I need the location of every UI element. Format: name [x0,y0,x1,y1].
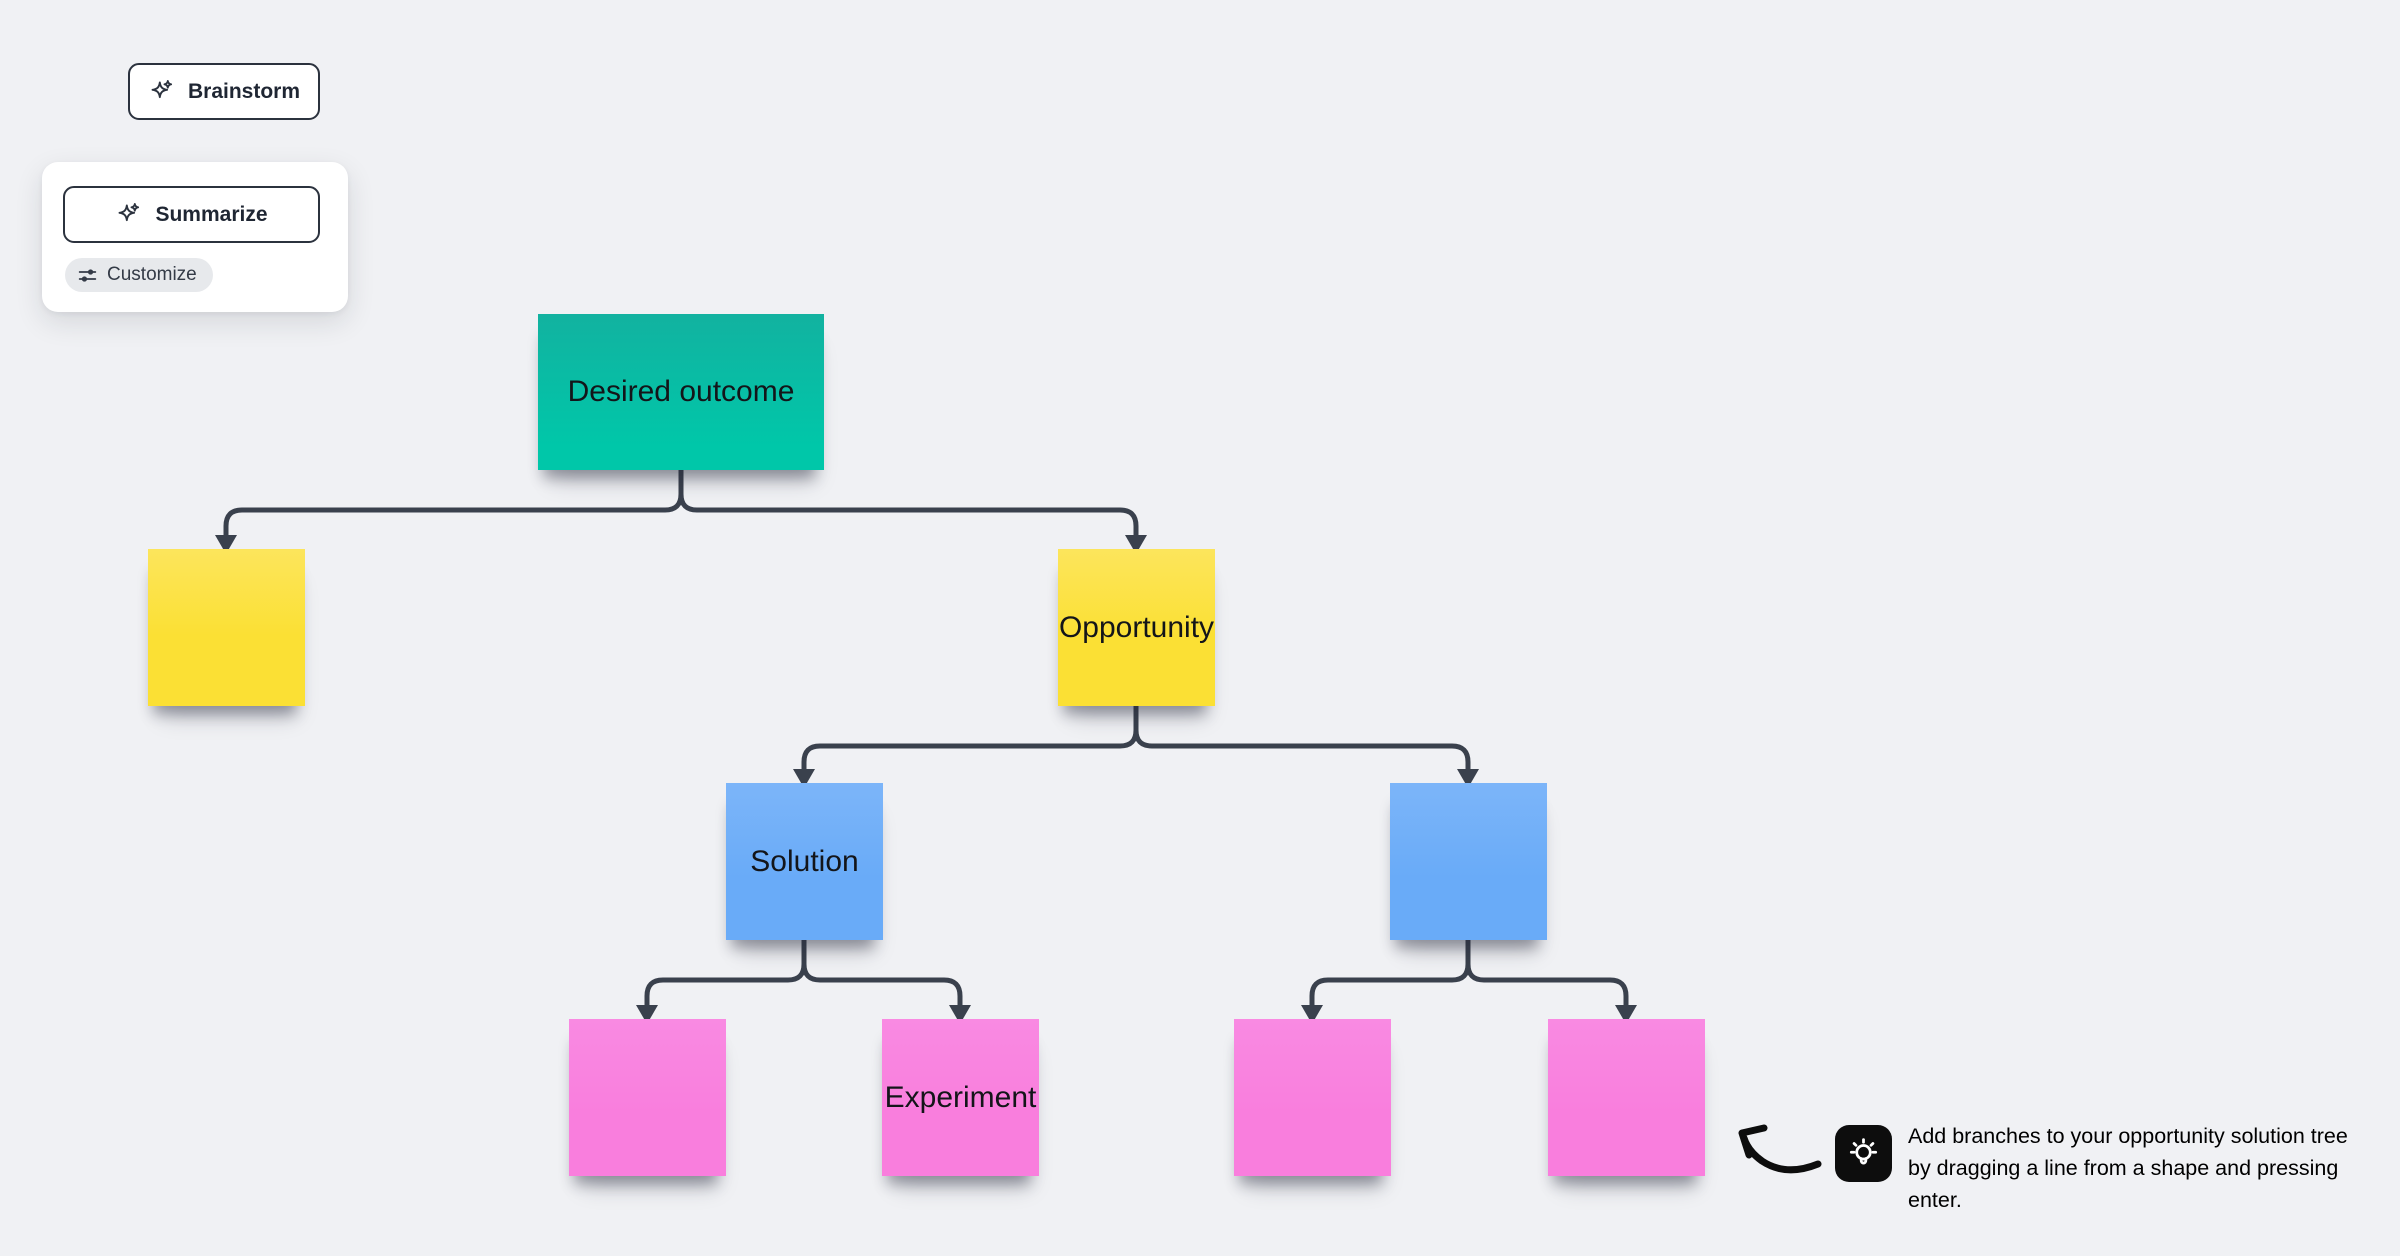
sliders-icon [78,268,97,282]
hand-drawn-arrow-icon [1738,1124,1822,1174]
tip-lightbulb-badge [1835,1125,1892,1182]
tip-text: Add branches to your opportunity solutio… [1908,1124,2348,1212]
connector-opportunity-to-solution-blank[interactable] [1133,705,1479,788]
lightbulb-icon [1849,1138,1878,1165]
sticky-note-solution[interactable]: Solution [726,783,883,940]
connector-solution-to-experiment-blank-1[interactable] [636,940,807,1024]
sticky-note-experiment-blank-3[interactable] [1548,1019,1705,1176]
connector-desired-outcome-to-opportunity[interactable] [678,470,1147,554]
connector-opportunity-to-solution[interactable] [793,705,1139,788]
brainstorm-button[interactable]: Brainstorm [128,63,320,120]
summarize-button-label: Summarize [155,202,268,226]
sparkle-icon [119,203,140,222]
sticky-note-experiment-blank-2[interactable] [1234,1019,1391,1176]
brainstorm-button-label: Brainstorm [187,79,301,103]
ai-actions-card: Summarize Customize [42,162,348,312]
summarize-button[interactable]: Summarize [63,186,320,243]
connector-solution-blank-to-experiment-blank-2[interactable] [1301,940,1471,1024]
sticky-note-experiment-blank-1[interactable] [569,1019,726,1176]
sticky-note-solution-blank[interactable] [1390,783,1547,940]
sticky-note-experiment[interactable]: Experiment [882,1019,1039,1176]
sticky-note-label: Opportunity [1058,610,1215,644]
customize-button-label: Customize [107,264,197,285]
connector-desired-outcome-to-opportunity-blank[interactable] [215,470,684,554]
sticky-note-opportunity-blank[interactable] [148,549,305,706]
shape-desired-outcome[interactable]: Desired outcome [538,314,824,470]
sparkle-icon [151,80,173,99]
shape-label: Desired outcome [567,375,795,409]
sticky-note-label: Experiment [884,1080,1037,1114]
sticky-note-label: Solution [750,844,859,878]
connector-solution-to-experiment[interactable] [801,940,971,1024]
connector-solution-blank-to-experiment-blank-3[interactable] [1465,940,1637,1024]
sticky-note-opportunity[interactable]: Opportunity [1058,549,1215,706]
customize-button[interactable]: Customize [65,258,213,292]
